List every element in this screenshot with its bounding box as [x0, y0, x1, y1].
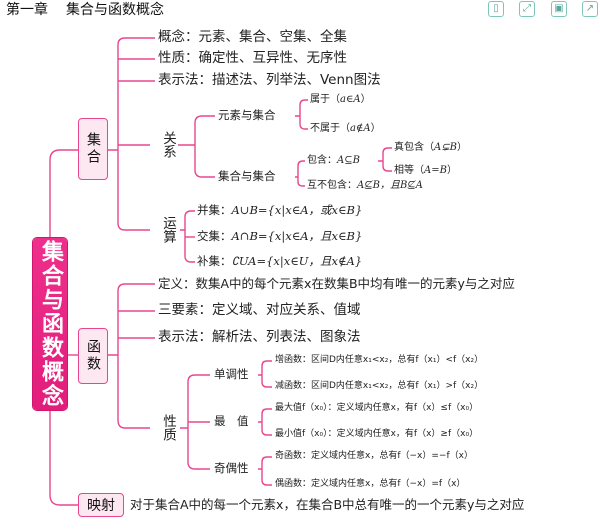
expand-icon[interactable]: ⤢ — [519, 1, 535, 17]
max-item: 最大值f（x₀）：定义域内任意x，有f（x）≤f（x₀） — [275, 403, 479, 413]
operation-label: 运算 — [160, 216, 176, 243]
contains-item: 包含：A⊆B — [307, 156, 360, 166]
not-belongs-close: ） — [370, 123, 381, 134]
sets-concept: 概念：元素、集合、空集、全集 — [158, 29, 347, 45]
union-label: 并集： — [197, 203, 232, 217]
not-belongs-math: a∉A — [350, 123, 371, 134]
proper-math: A⊊B — [434, 142, 457, 153]
increasing-item: 增函数：区间D内任意x₁<x₂，总有f（x₁）<f（x₂） — [275, 355, 484, 365]
elem-set-label: 元素与集合 — [218, 108, 276, 122]
not-contains-label: 互不包含： — [307, 180, 357, 191]
intersection-formula: A∩B={x|x∈A，且x∈B} — [231, 229, 363, 243]
set-set-label: 集合与集合 — [218, 169, 276, 183]
equal-item: 相等（A=B） — [394, 166, 457, 176]
equal-label: 相等（ — [394, 165, 424, 176]
chapter-title: 集合与函数概念 — [66, 2, 164, 18]
connector-mapping — [49, 410, 78, 506]
chapter-heading: 第一章 集合与函数概念 — [6, 3, 182, 17]
belongs-label: 属于（ — [310, 94, 340, 105]
min-item: 最小值f（x₀）：定义域内任意x，有f（x）≥f（x₀） — [275, 429, 479, 439]
not-belongs-label: 不属于（ — [310, 123, 350, 134]
belongs-close: ） — [360, 94, 371, 105]
sets-node[interactable]: 集合 — [78, 118, 108, 180]
func-three-elements: 三要素：定义域、对应关系、值域 — [158, 302, 361, 318]
relation-label: 关系 — [160, 131, 176, 158]
func-definition: 定义：数集A中的每个元素x在数集B中均有唯一的元素y与之对应 — [158, 276, 515, 291]
belongs-math: a∈A — [340, 94, 361, 105]
equal-math: A=B — [424, 165, 447, 176]
proper-close: ） — [456, 142, 467, 153]
property-label: 性质 — [160, 414, 176, 441]
mapping-text: 对于集合A中的每一个元素x，在集合B中总有唯一的一个元素y与之对应 — [130, 497, 525, 512]
not-contains-item: 互不包含：A⊈B，且B⊈A — [307, 181, 423, 191]
root-node[interactable]: 集合与函数概念 — [33, 238, 67, 410]
contains-math: A⊆B — [337, 155, 360, 166]
connector-sets-concept — [108, 37, 155, 151]
complement-item: 补集：∁UA={x|x∈U，且x∉A} — [197, 254, 363, 268]
chapter-number: 第一章 — [6, 2, 48, 18]
complement-formula: ∁UA={x|x∈U，且x∉A} — [231, 254, 363, 268]
belongs-item: 属于（a∈A） — [310, 95, 371, 105]
not-contains-math: A⊈B，且B⊈A — [357, 180, 423, 191]
complement-label: 补集： — [197, 254, 232, 268]
sets-representation: 表示法：描述法、列举法、Venn图法 — [158, 72, 381, 88]
intersection-label: 交集： — [197, 229, 232, 243]
pages-icon[interactable]: ▯ — [488, 1, 504, 17]
monotonic-label: 单调性 — [214, 367, 249, 381]
equal-close: ） — [446, 165, 457, 176]
sets-properties: 性质：确定性、互异性、无序性 — [158, 50, 347, 66]
functions-node[interactable]: 函数 — [78, 328, 108, 384]
not-belongs-item: 不属于（a∉A） — [310, 124, 381, 134]
proper-item: 真包含（A⊊B） — [394, 143, 467, 153]
connector-sets-operation — [117, 150, 150, 231]
odd-item: 奇函数：定义域内任意x，总有f（−x）=−f（x） — [275, 451, 473, 461]
parity-label: 奇偶性 — [214, 461, 249, 475]
intersection-item: 交集：A∩B={x|x∈A，且x∈B} — [197, 229, 363, 243]
proper-label: 真包含（ — [394, 142, 434, 153]
mapping-node[interactable]: 映射 — [78, 493, 124, 517]
connector-sets — [49, 149, 78, 238]
func-representation: 表示法：解析法、列表法、图象法 — [158, 329, 361, 345]
contains-label: 包含： — [307, 155, 337, 166]
even-item: 偶函数：定义域内任意x，总有f（−x）=f（x） — [275, 479, 466, 489]
save-icon[interactable]: ▣ — [551, 1, 567, 17]
union-formula: A∪B={x|x∈A，或x∈B} — [231, 203, 363, 217]
extreme-label: 最 值 — [214, 414, 249, 428]
union-item: 并集：A∪B={x|x∈A，或x∈B} — [197, 203, 363, 217]
share-icon[interactable]: ↗ — [582, 1, 598, 17]
decreasing-item: 减函数：区间D内任意x₁<x₂，总有f（x₁）>f（x₂） — [275, 381, 484, 391]
